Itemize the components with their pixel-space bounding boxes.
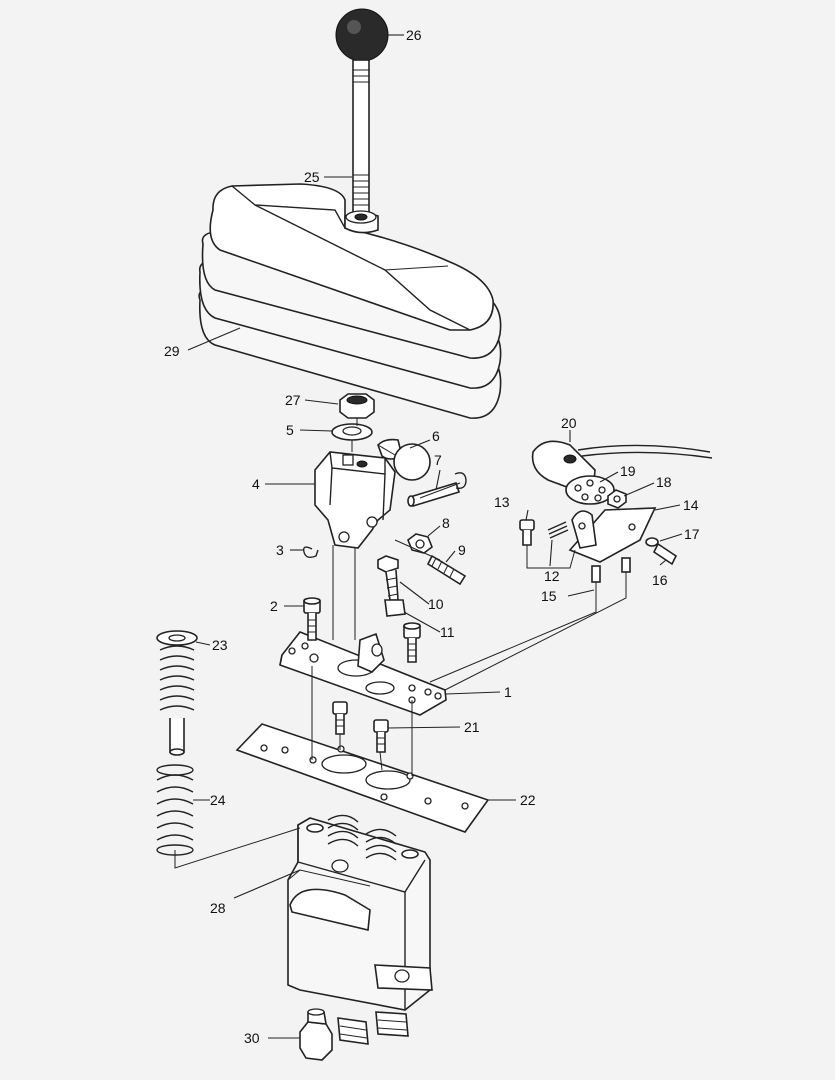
top-plate: [279, 631, 447, 716]
callout-3: 3: [276, 542, 284, 558]
callout-15: 15: [541, 588, 557, 604]
switch-nut: [607, 489, 627, 509]
callout-labels: 26 25 29 27 5 6 7 4 3 8 9 10 11 2 1 23 2…: [164, 27, 700, 1046]
callout-17: 17: [684, 526, 700, 542]
callout-26: 26: [406, 27, 422, 43]
cross-shaft: [407, 482, 461, 507]
callout-6: 6: [432, 428, 440, 444]
valve-body: [287, 814, 433, 1011]
cap-screw: [303, 597, 321, 641]
bracket-bolt: [652, 542, 678, 566]
callout-23: 23: [212, 637, 228, 653]
plunger: [156, 630, 198, 756]
callout-4: 4: [252, 476, 260, 492]
callout-27: 27: [285, 392, 301, 408]
rubber-bellows: [198, 183, 502, 419]
callout-13: 13: [494, 494, 510, 510]
callout-7: 7: [434, 452, 442, 468]
hex-nut-small: [407, 533, 433, 554]
callout-10: 10: [428, 596, 444, 612]
nut: [339, 393, 375, 419]
port-fittings: [299, 1008, 409, 1061]
callout-8: 8: [442, 515, 450, 531]
circlip: [302, 546, 319, 559]
callout-24: 24: [210, 792, 226, 808]
cap-screw-b: [403, 622, 421, 663]
base-plate: [235, 723, 490, 833]
callout-9: 9: [458, 542, 466, 558]
knob: [335, 8, 389, 62]
return-spring: [156, 764, 194, 856]
callout-14: 14: [683, 497, 699, 513]
callout-16: 16: [652, 572, 668, 588]
switch-bracket: [568, 507, 657, 563]
washer: [331, 423, 373, 441]
callout-29: 29: [164, 343, 180, 359]
plate-screw-b: [373, 719, 389, 753]
callout-2: 2: [270, 598, 278, 614]
bracket-washer: [645, 537, 659, 547]
callout-30: 30: [244, 1030, 260, 1046]
circlip-right: [454, 472, 467, 490]
callout-25: 25: [304, 169, 320, 185]
callout-12: 12: [544, 568, 560, 584]
callout-leaders: [187, 34, 683, 1039]
assembly-lines: [174, 418, 627, 869]
lever-bracket: [314, 451, 396, 549]
callout-5: 5: [286, 422, 294, 438]
plate-screw-a: [332, 701, 348, 735]
pivot-pin: [377, 438, 431, 481]
lever-rod: [352, 59, 370, 221]
contact-disc: [565, 475, 615, 505]
callout-18: 18: [656, 474, 672, 490]
adjust-screw: [426, 554, 467, 586]
callout-1: 1: [504, 684, 512, 700]
bolt-assembly: [377, 555, 406, 617]
callout-21: 21: [464, 719, 480, 735]
bracket-spring: [547, 521, 569, 539]
bracket-screw: [519, 519, 535, 546]
callout-11: 11: [440, 624, 455, 640]
callout-19: 19: [620, 463, 636, 479]
callout-22: 22: [520, 792, 536, 808]
callout-20: 20: [561, 415, 577, 431]
callout-28: 28: [210, 900, 226, 916]
